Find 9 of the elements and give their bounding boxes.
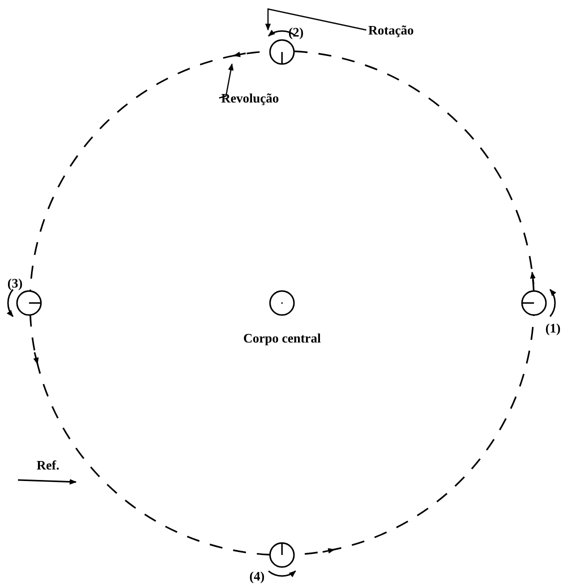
position-number: (1) <box>545 320 561 336</box>
leader-line <box>218 63 234 99</box>
body-label: Corpo central <box>243 330 321 346</box>
position-number: (4) <box>249 568 265 584</box>
position-number: (3) <box>7 276 23 290</box>
reference-label: Ref. <box>36 458 60 472</box>
callout-label: Rotação <box>368 22 414 38</box>
leader-line <box>265 8 366 31</box>
callout-label: Revolução <box>221 90 279 106</box>
